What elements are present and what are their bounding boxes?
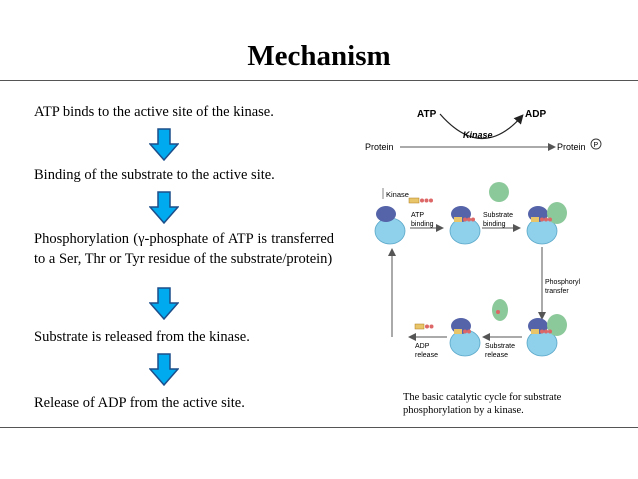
down-arrow-icon [149, 128, 179, 161]
kinase-stage-4 [526, 314, 567, 357]
step-1: ATP binds to the active site of the kina… [34, 104, 274, 120]
kinase-stage-3 [526, 202, 567, 245]
kinase-stage-2 [449, 206, 481, 245]
down-arrow-icon [149, 353, 179, 386]
step-4: Substrate is released from the kinase. [34, 329, 250, 345]
atp-binding-label-1: ATP [411, 212, 424, 219]
substrate-release-label-2: release [485, 352, 508, 359]
step-5: Release of ADP from the active site. [34, 395, 245, 411]
substrate-binding-label-1: Substrate [483, 212, 513, 219]
step-2: Binding of the substrate to the active s… [34, 167, 275, 183]
phosphoryl-transfer-label-2: transfer [545, 288, 569, 295]
substrate-release-label-1: Substrate [485, 343, 515, 350]
protein-left-label: Protein [365, 142, 394, 152]
adp-label: ADP [525, 109, 546, 120]
protein-right-label: Protein [557, 142, 586, 152]
phosphate-symbol: P [594, 142, 599, 149]
adp-release-label-2: release [415, 352, 438, 359]
kinase-stage-1 [374, 206, 406, 245]
bottom-divider [0, 427, 638, 428]
kinase-label: Kinase [463, 130, 493, 140]
atp-label: ATP [417, 109, 437, 120]
cycle-kinase-label: Kinase [386, 190, 409, 199]
kinase-cycle-figure: ATP ADP Kinase Protein Protein P Kinase … [365, 109, 602, 359]
substrate-binding-label-2: binding [483, 221, 506, 228]
kinase-stage-5 [449, 318, 481, 357]
adp-release-label-1: ADP [415, 343, 430, 350]
phosphoryl-transfer-label-1: Phosphoryl [545, 279, 580, 286]
atp-binding-label-2: binding [411, 221, 434, 228]
top-divider [0, 80, 638, 81]
step-3: Phosphorylation (γ-phosphate of ATP is t… [34, 231, 334, 267]
down-arrow-icon [149, 287, 179, 320]
figure-caption: The basic catalytic cycle for substrate … [403, 392, 562, 416]
phosphate-icon [590, 138, 602, 150]
down-arrow-icon [149, 191, 179, 224]
slide-title: Mechanism [247, 40, 391, 72]
